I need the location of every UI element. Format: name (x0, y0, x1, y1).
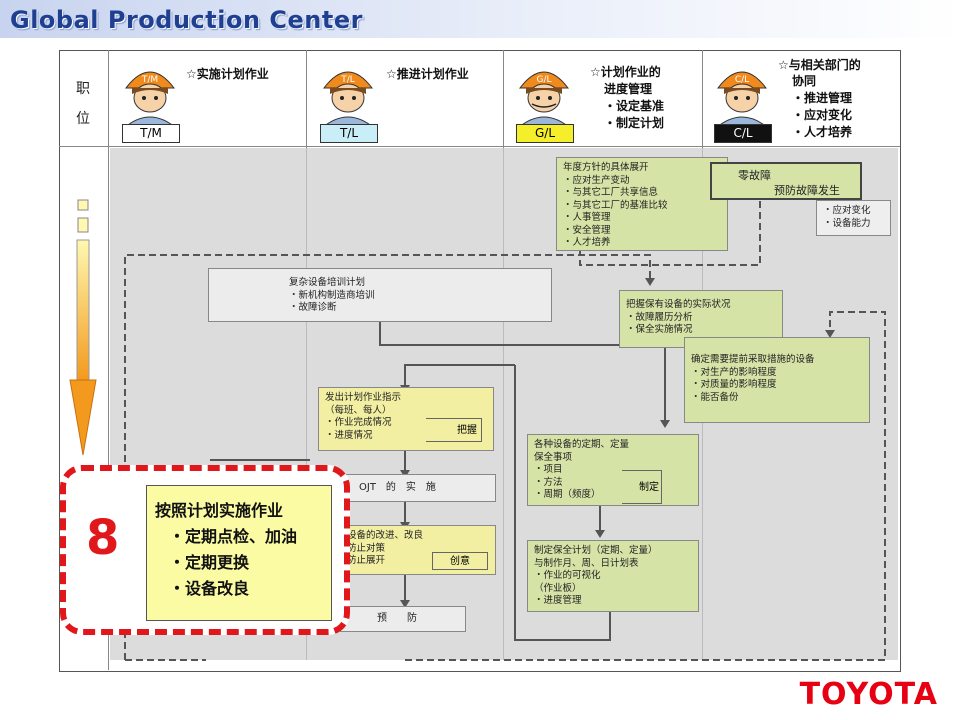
box-line: 各种设备的定期、定量 (534, 439, 630, 450)
box-line: ・应对变化 (823, 205, 871, 216)
header-banner (0, 0, 960, 38)
ojt-box: OJT 的 实 施 (340, 474, 496, 502)
box-line: 把握保有设备的实际状况 (626, 299, 731, 310)
hat-label: T/L (340, 75, 355, 85)
box-line: ・作业完成情况 (325, 417, 392, 428)
box-line: ・新机构制造商培训 (289, 289, 375, 301)
role-heading-tm: ☆实施计划作业 (186, 67, 269, 81)
role-badge-tl: T/L (320, 124, 378, 143)
role-item: ・推进管理 (792, 91, 853, 105)
step-detail-box: 按照计划实施作业 ・定期点检、加油 ・定期更换 ・设备改良 (146, 485, 332, 621)
box-line: ・方法 (534, 476, 563, 488)
box-line: 防止展开 (347, 555, 386, 566)
box-line: 保全事项 (534, 451, 573, 463)
periodic-items-box: 各种设备的定期、定量 保全事项 ・项目 ・方法 ・周期（频度） (527, 434, 699, 506)
change-note-box: ・应对变化 ・设备能力 (816, 200, 891, 236)
role-item: ・制定计划 (604, 116, 665, 130)
box-line: ・保全实施情况 (626, 324, 693, 335)
box-line: ・与其它工厂的基准比较 (563, 199, 668, 211)
improve-box: 设备的改进、改良 防止对策 防止展开 (340, 525, 496, 575)
box-line: ・人事管理 (563, 212, 611, 223)
zero-fault-box: 零故障 预防故障发生 (710, 162, 862, 200)
box-line: 零故障 (738, 169, 771, 182)
prevent-box: 预 防 (340, 606, 466, 632)
box-line: 复杂设备培训计划 (289, 277, 366, 288)
box-line: ・安全管理 (563, 224, 611, 236)
role-item: ・人才培养 (792, 125, 853, 139)
box-line: ・对生产的影响程度 (691, 366, 777, 378)
role-heading-tl: ☆推进计划作业 (386, 67, 469, 81)
box-line: 预防故障发生 (774, 184, 840, 197)
worker-tm-icon: T/M (123, 71, 177, 128)
worker-tl-icon: T/L (321, 71, 375, 128)
box-line: ・人才培养 (563, 237, 611, 248)
box-line: ・能否备份 (691, 391, 739, 403)
role-item: ・设定基准 (604, 99, 665, 113)
issue-instructions-box: 发出计划作业指示 （每班、每人） ・作业完成情况 ・进度情况 (318, 387, 494, 451)
role-heading-cl: ☆与相关部门的 (778, 58, 861, 72)
box-line: ・进度管理 (534, 595, 582, 606)
make-label: 制定 (622, 470, 662, 504)
creative-label: 创意 (432, 552, 488, 570)
box-line: ・故障诊断 (289, 302, 337, 313)
annual-plan-box: 年度方针的具体展开 ・应对生产变动 ・与其它工厂共享信息 ・与其它工厂的基准比较… (556, 157, 728, 251)
box-line: 发出计划作业指示 (325, 392, 402, 403)
role-badge-gl: G/L (516, 124, 574, 143)
column-divider (503, 50, 504, 148)
column-divider (108, 50, 109, 670)
step-line: 按照计划实施作业 (155, 501, 284, 520)
worker-cl-icon: C/L (715, 71, 769, 128)
box-line: ・与其它工厂共享信息 (563, 187, 659, 198)
box-line: 防止对策 (347, 542, 386, 554)
step-number: 8 (86, 510, 120, 566)
column-divider (702, 50, 703, 148)
box-line: ・作业的可视化 (534, 570, 601, 581)
row-label-2: 位 (76, 111, 90, 127)
box-line: 确定需要提前采取措施的设备 (691, 354, 815, 365)
role-item: 协同 (792, 74, 817, 88)
role-items-cl: 协同 ・推进管理 ・应对变化 ・人才培养 (792, 73, 852, 141)
page-title: Global Production Center (10, 6, 363, 34)
box-line: 年度方针的具体展开 (563, 162, 649, 173)
column-divider (306, 50, 307, 148)
box-line: ・进度情况 (325, 429, 373, 441)
step-line: ・定期更换 (169, 553, 250, 572)
complex-training-box: 复杂设备培训计划 ・新机构制造商培训 ・故障诊断 (208, 268, 552, 322)
role-badge-cl: C/L (714, 124, 772, 143)
hat-label: T/M (141, 75, 158, 85)
box-line: ・对质量的影响程度 (691, 379, 777, 390)
hat-label: G/L (536, 75, 551, 85)
box-line: （作业板） (534, 582, 582, 594)
step-line: ・定期点检、加油 (169, 527, 298, 546)
role-item: ・应对变化 (792, 108, 853, 122)
role-heading-gl: ☆计划作业的 (590, 65, 661, 79)
box-line: ・周期（频度） (534, 489, 601, 500)
box-line: 与制作月、周、日计划表 (534, 557, 639, 569)
role-badge-tm: T/M (122, 124, 180, 143)
box-line: ・项目 (534, 464, 563, 475)
grasp-label: 把握 (426, 418, 482, 442)
role-items-gl: 进度管理 ・设定基准 ・制定计划 (604, 81, 664, 132)
toyota-logo: TOYOTA (799, 677, 938, 712)
step-line: ・设备改良 (169, 579, 250, 598)
maintenance-plan-box: 制定保全计划（定期、定量） 与制作月、周、日计划表 ・作业的可视化 （作业板） … (527, 540, 699, 612)
hat-label: C/L (735, 75, 749, 85)
box-line: 设备的改进、改良 (347, 530, 424, 541)
box-line: ・设备能力 (823, 218, 871, 229)
box-line: ・应对生产变动 (563, 174, 630, 186)
header-row-divider (59, 146, 900, 147)
worker-gl-icon: G/L (517, 71, 571, 128)
box-line: （每班、每人） (325, 404, 392, 416)
box-line: ・故障履历分析 (626, 311, 693, 323)
role-item: 进度管理 (604, 82, 653, 96)
column-divider (503, 148, 504, 660)
row-label-1: 职 (76, 81, 90, 97)
measures-box: 确定需要提前采取措施的设备 ・对生产的影响程度 ・对质量的影响程度 ・能否备份 (684, 337, 870, 423)
box-line: 制定保全计划（定期、定量） (534, 545, 658, 556)
